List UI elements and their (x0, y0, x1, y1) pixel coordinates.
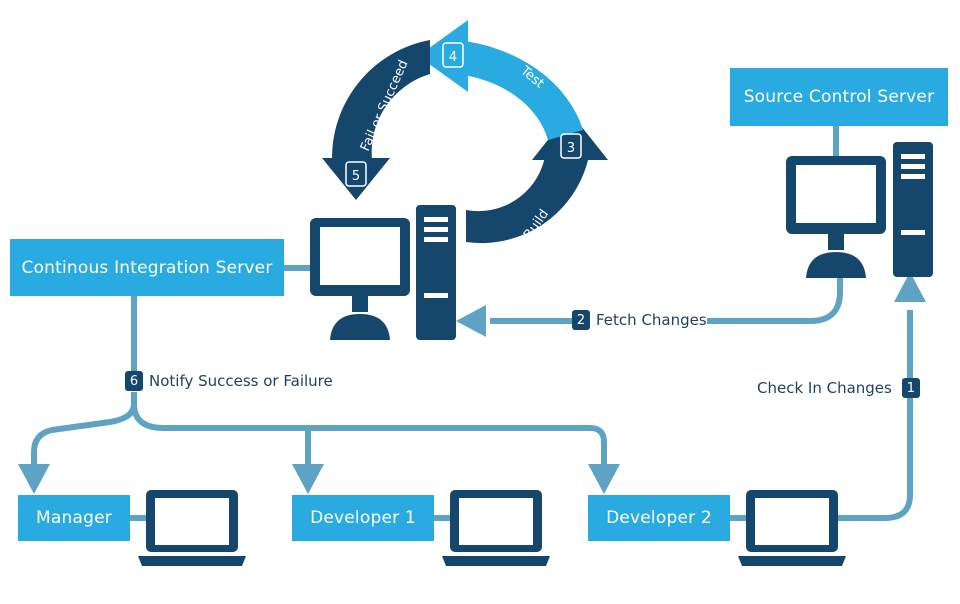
step2-label-group: 2 Fetch Changes (572, 310, 707, 330)
ci-server-label: Continous Integration Server (21, 257, 273, 278)
step1-num: 1 (901, 378, 920, 398)
source-control-label: Source Control Server (743, 87, 935, 107)
step6-label-group: 6 Notify Success or Failure (125, 371, 333, 391)
step1-label: Check In Changes (757, 379, 892, 397)
arrow-to-manager (18, 464, 50, 494)
step3-num: 3 (567, 141, 575, 156)
step4-num: 4 (449, 50, 457, 65)
fetch-line (490, 262, 843, 324)
arrow-to-dev1 (292, 464, 324, 494)
ci-server-box: Continous Integration Server (10, 239, 284, 296)
source-control-box: Source Control Server (730, 68, 948, 126)
cycle-arrows (322, 20, 608, 244)
arrow-to-dev2 (588, 464, 620, 494)
manager-laptop-icon (138, 490, 246, 566)
step2-num: 2 (572, 310, 590, 330)
step4-badge (442, 42, 464, 68)
step3-badge (560, 133, 582, 159)
arrow-to-source (894, 272, 926, 302)
test-arc (456, 40, 583, 140)
arrow-fetch (456, 305, 486, 337)
connector-lines (31, 126, 913, 521)
build-arc (466, 150, 588, 244)
developer1-label: Developer 1 (310, 508, 416, 528)
step5-num: 5 (352, 169, 360, 184)
step6-num: 6 (125, 371, 143, 391)
ci-tower-icon (416, 205, 456, 340)
arrowheads (18, 272, 926, 494)
build-arrowhead (532, 112, 608, 160)
ci-desktop-icon (310, 218, 410, 340)
step6-label: Notify Success or Failure (149, 372, 333, 390)
manager-box: Manager (18, 495, 130, 541)
developer1-box: Developer 1 (292, 495, 434, 541)
developer2-label: Developer 2 (606, 508, 712, 528)
fail-arrowhead (322, 158, 390, 200)
step2-label: Fetch Changes (596, 311, 707, 329)
source-desktop-icon (786, 156, 886, 278)
source-tower-icon (893, 142, 933, 277)
manager-label: Manager (36, 508, 112, 528)
notify-dev2-line (131, 403, 607, 470)
notify-manager-line (31, 392, 137, 470)
step5-badge (345, 161, 367, 187)
step1-label-group: Check In Changes 1 (757, 378, 926, 398)
developer2-box: Developer 2 (588, 495, 730, 541)
dev2-laptop-icon (738, 490, 846, 566)
fail-arc (331, 40, 430, 160)
dev1-laptop-icon (442, 490, 550, 566)
checkin-line (838, 310, 913, 521)
